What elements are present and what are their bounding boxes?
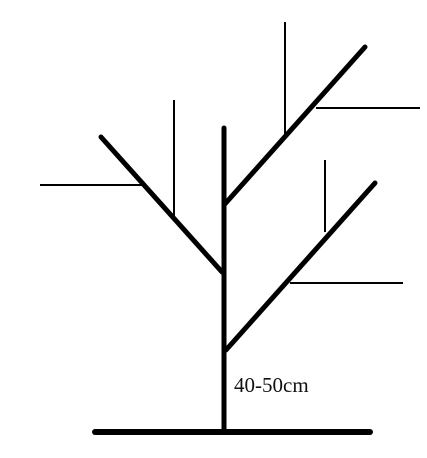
- trunk-height-label: 40-50cm: [234, 373, 309, 397]
- lower-right-scaffold-branch: [226, 183, 375, 350]
- left-scaffold-branch: [101, 137, 222, 272]
- upper-right-scaffold-branch: [224, 47, 365, 205]
